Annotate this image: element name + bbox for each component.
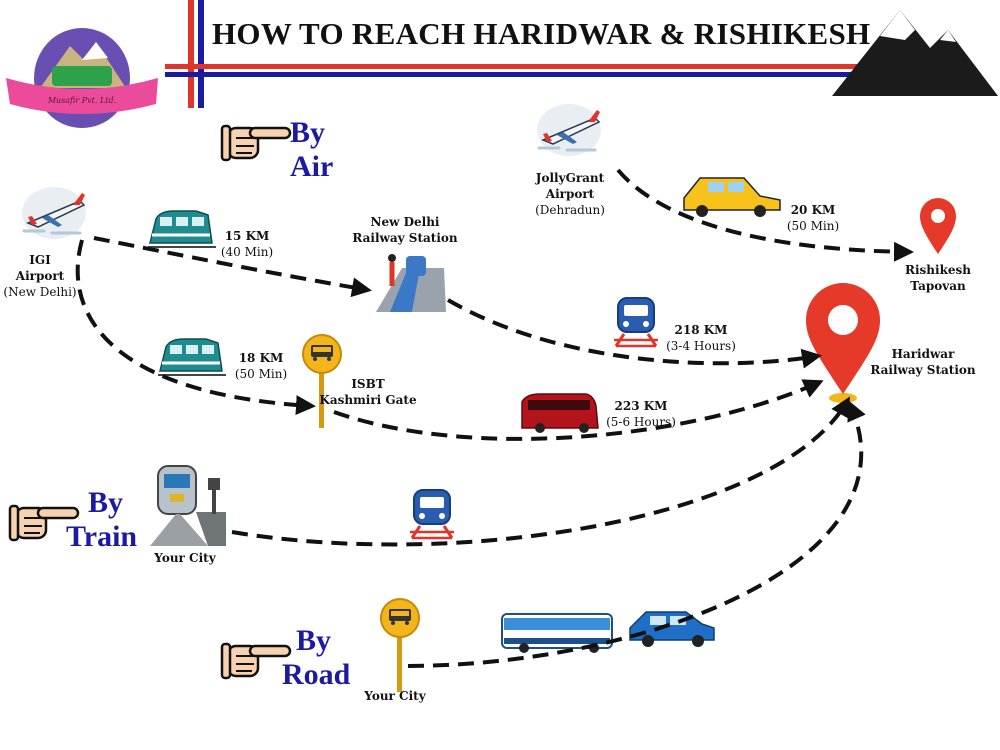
route-igi-to-ndls — [93, 236, 372, 298]
mode-by-air: By Air — [290, 116, 333, 184]
route-igi-to-isbt — [75, 239, 316, 416]
place-rishikesh-tapovan: Rishikesh Tapovan — [905, 263, 971, 293]
route-road-to-haridwar — [407, 400, 866, 668]
page-title: HOW TO REACH HARIDWAR & RISHIKESH — [212, 16, 871, 51]
metro-train-icon — [156, 337, 228, 377]
place-jollygrant-airport: JollyGrant Airport (Dehradun) — [535, 171, 605, 217]
airplane-icon — [20, 185, 88, 241]
train-front-icon — [408, 488, 456, 540]
distance-ndls-to-haridwar: 218 KM (3-4 Hours) — [666, 323, 736, 353]
company-logo — [6, 28, 158, 128]
place-haridwar-station: Haridwar Railway Station — [870, 347, 976, 377]
car-icon — [629, 611, 715, 647]
train-front-icon — [612, 296, 660, 348]
mode-by-train: By Train — [66, 486, 137, 554]
mode-by-road: By Road — [282, 624, 350, 692]
route-jollygrant-to-rishikesh — [616, 168, 914, 262]
pointing-hand-icon — [220, 642, 292, 680]
map-pin-icon — [920, 198, 956, 254]
mode-by-road-line2: Road — [282, 658, 351, 691]
bus-icon — [501, 613, 613, 653]
taxi-icon — [683, 177, 781, 217]
mode-by-air-line2: Air — [290, 150, 334, 183]
mountain-icon — [832, 10, 998, 96]
mode-by-air-line1: By — [290, 116, 326, 149]
route-lines — [75, 168, 914, 668]
place-isbt-kashmiri-gate: ISBT Kashmiri Gate — [319, 377, 417, 407]
route-ndls-to-haridwar — [446, 298, 822, 369]
pointing-hand-icon — [220, 124, 292, 162]
place-your-city-road: Your City — [364, 689, 426, 703]
airplane-icon — [535, 102, 603, 158]
logo-text: Musafir Pvt. Ltd. — [47, 96, 117, 105]
distance-igi-to-ndls: 15 KM (40 Min) — [220, 229, 274, 259]
bus-stop-sign-icon — [380, 598, 420, 693]
metro-train-icon — [146, 209, 218, 249]
header-stripes — [165, 0, 950, 108]
mode-by-road-line1: By — [296, 624, 332, 657]
route-isbt-to-haridwar — [333, 379, 824, 441]
railway-station-icon — [376, 254, 446, 312]
mode-by-train-line1: By — [88, 486, 124, 519]
distance-isbt-to-haridwar: 223 KM (5-6 Hours) — [606, 399, 676, 429]
route-train-to-haridwar — [231, 396, 850, 547]
distance-igi-to-isbt: 18 KM (50 Min) — [234, 351, 288, 381]
bus-icon — [521, 393, 599, 433]
place-igi-airport: IGI Airport (New Delhi) — [3, 253, 77, 299]
distance-jollygrant-to-rishikesh: 20 KM (50 Min) — [786, 203, 840, 233]
place-your-city-train: Your City — [154, 551, 216, 565]
train-station-icon — [150, 465, 226, 546]
place-new-delhi-station: New Delhi Railway Station — [352, 215, 458, 245]
mode-by-train-line2: Train — [66, 520, 138, 553]
map-pin-icon — [806, 283, 880, 403]
